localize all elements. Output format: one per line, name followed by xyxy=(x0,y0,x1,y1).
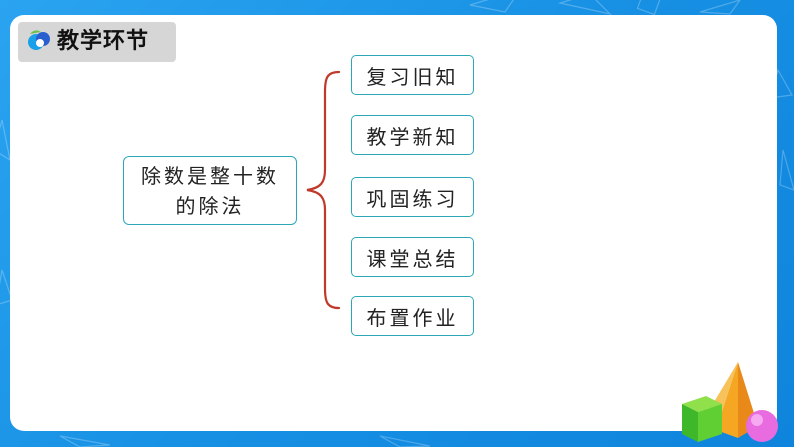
step-label-4: 课堂总结 xyxy=(366,246,459,271)
step-label-1: 复习旧知 xyxy=(366,64,459,89)
step-box-4: 课堂总结 xyxy=(351,237,474,277)
step-box-2: 教学新知 xyxy=(351,115,474,155)
curly-brace-icon xyxy=(306,70,341,310)
section-title: 教学环节 xyxy=(57,29,150,54)
leaf-logo-icon xyxy=(28,30,50,50)
main-topic-label: 除数是整十数的除法 xyxy=(141,163,279,218)
step-label-2: 教学新知 xyxy=(366,124,459,149)
geometry-shapes-icon xyxy=(682,362,778,442)
step-label-5: 布置作业 xyxy=(366,305,459,330)
step-box-5: 布置作业 xyxy=(351,296,474,336)
main-topic-box: 除数是整十数的除法 xyxy=(123,156,297,225)
step-box-3: 巩固练习 xyxy=(351,177,474,217)
step-box-1: 复习旧知 xyxy=(351,55,474,95)
step-label-3: 巩固练习 xyxy=(366,186,459,211)
